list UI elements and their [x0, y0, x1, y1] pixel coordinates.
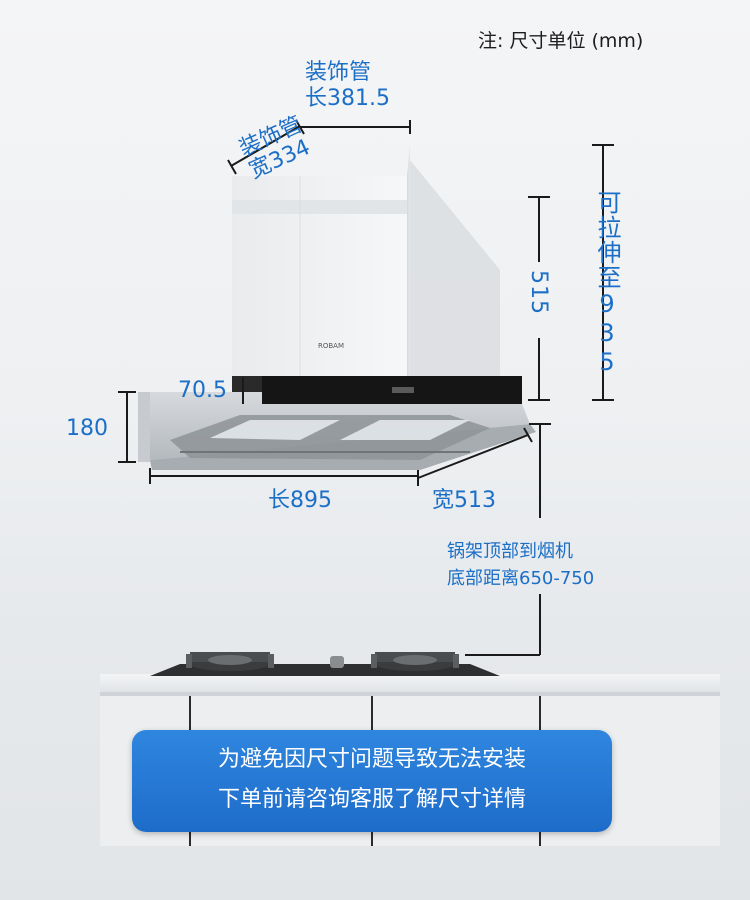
hood-left-side [138, 392, 150, 462]
burner-left [186, 652, 274, 671]
countertop-edge [100, 692, 720, 696]
stove-knob [330, 656, 344, 668]
warning-banner: 为避免因尺寸问题导致无法安装 下单前请咨询客服了解尺寸详情 [132, 730, 612, 832]
brand-mark: ROBAM [318, 342, 344, 350]
banner-line-2: 下单前请咨询客服了解尺寸详情 [217, 787, 526, 812]
distance-label: 锅架顶部到烟机 底部距离650-750 [447, 541, 595, 589]
pipe-length-label: 装饰管 长381.5 [305, 60, 390, 111]
body-height-label: 180 [66, 416, 108, 441]
pipe-joint [232, 200, 407, 214]
width-dim-line [417, 434, 529, 479]
stretch-label: 可拉伸至935 [593, 190, 621, 377]
length-label: 长895 [268, 488, 332, 513]
burner-right [371, 652, 459, 671]
filter-light-right [340, 420, 470, 440]
pipe-shadow [410, 160, 500, 400]
display-dots [392, 387, 414, 393]
width-label: 宽513 [432, 488, 496, 513]
pipe-height-label: 515 [526, 270, 551, 315]
banner-line-1: 为避免因尺寸问题导致无法安装 [217, 747, 526, 772]
unit-note: 注: 尺寸单位 (mm) [478, 30, 644, 52]
panel-height-label: 70.5 [178, 378, 227, 403]
filter-light-left [210, 420, 340, 440]
pipe-top [232, 144, 410, 176]
countertop [100, 674, 720, 694]
pipe-width-dim-line [230, 125, 301, 167]
pipe-side [407, 144, 410, 376]
